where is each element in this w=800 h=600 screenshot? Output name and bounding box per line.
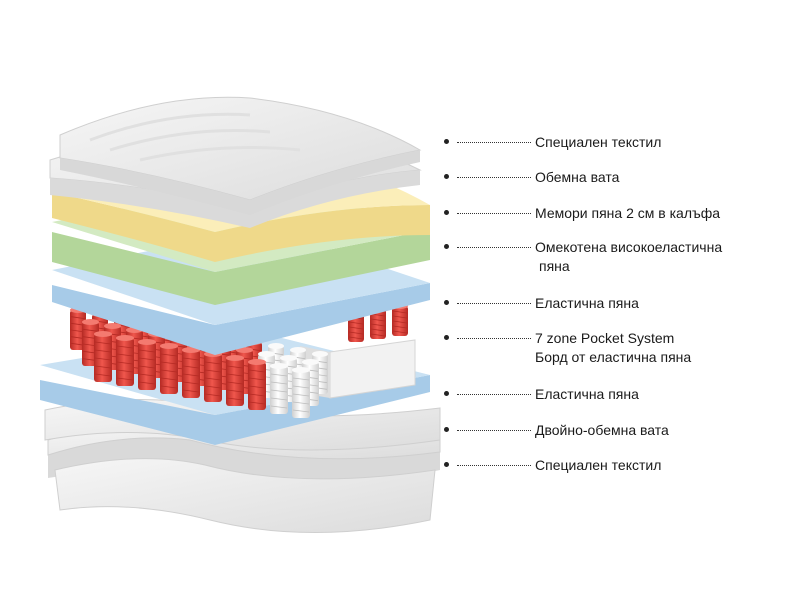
bullet-dot xyxy=(444,462,449,467)
leader-line xyxy=(457,294,531,304)
spring-white xyxy=(270,363,288,414)
label-line: Специален текстил xyxy=(535,457,662,473)
pocket-springs xyxy=(70,303,408,418)
bullet-dot xyxy=(444,244,449,249)
bullet-dot xyxy=(444,427,449,432)
label-text: Еластична пяна xyxy=(535,385,639,404)
leader-line xyxy=(457,456,531,466)
label-elastic-foam-bottom: Еластична пяна xyxy=(444,385,639,404)
label-memory-foam: Мемори пяна 2 см в калъфа xyxy=(444,204,720,223)
spring-red xyxy=(160,343,178,394)
label-line: 7 zone Pocket System xyxy=(535,330,675,346)
leader-line xyxy=(457,168,531,178)
spring-red xyxy=(94,331,112,382)
spring-red xyxy=(248,359,266,410)
leader-line xyxy=(457,421,531,431)
layer-special-textile-top xyxy=(59,96,422,215)
label-special-textile-top: Специален текстил xyxy=(444,133,661,152)
bullet-dot xyxy=(444,391,449,396)
label-soft-high-elastic-foam: Омекотена високоеластична пяна xyxy=(444,238,722,276)
spring-red xyxy=(138,339,156,390)
spring-white xyxy=(292,367,310,418)
label-line: Мемори пяна 2 см в калъфа xyxy=(535,205,721,221)
label-line: Двойно-обемна вата xyxy=(535,422,669,438)
label-special-textile-bottom: Специален текстил xyxy=(444,456,661,475)
label-line: Еластична пяна xyxy=(535,386,639,402)
leader-line xyxy=(457,385,531,395)
label-elastic-foam-top: Еластична пяна xyxy=(444,294,639,313)
label-volume-wadding: Обемна вата xyxy=(444,168,619,187)
label-line: Специален текстил xyxy=(535,134,662,150)
spring-red xyxy=(116,335,134,386)
label-line: Еластична пяна xyxy=(535,295,639,311)
label-line: Борд от еластична пяна xyxy=(535,349,692,365)
label-text: Омекотена високоеластична пяна xyxy=(535,238,722,276)
spring-red xyxy=(182,347,200,398)
label-line: Обемна вата xyxy=(535,169,620,185)
label-text: Специален текстил xyxy=(535,133,661,152)
label-text: Специален текстил xyxy=(535,456,661,475)
label-text: Мемори пяна 2 см в калъфа xyxy=(535,204,720,223)
label-text: Еластична пяна xyxy=(535,294,639,313)
label-double-volume-wadding: Двойно-обемна вата xyxy=(444,421,669,440)
spring-red xyxy=(204,351,222,402)
bullet-dot xyxy=(444,174,449,179)
label-text: Обемна вата xyxy=(535,168,619,187)
leader-line xyxy=(457,238,531,248)
leader-line xyxy=(457,204,531,214)
leader-line xyxy=(457,329,531,339)
label-line: пяна xyxy=(539,258,570,274)
label-text: Двойно-обемна вата xyxy=(535,421,669,440)
bullet-dot xyxy=(444,139,449,144)
label-line: Омекотена високоеластична xyxy=(535,239,723,255)
bullet-dot xyxy=(444,300,449,305)
leader-line xyxy=(457,133,531,143)
bullet-dot xyxy=(444,210,449,215)
bullet-dot xyxy=(444,335,449,340)
spring-red xyxy=(226,355,244,406)
